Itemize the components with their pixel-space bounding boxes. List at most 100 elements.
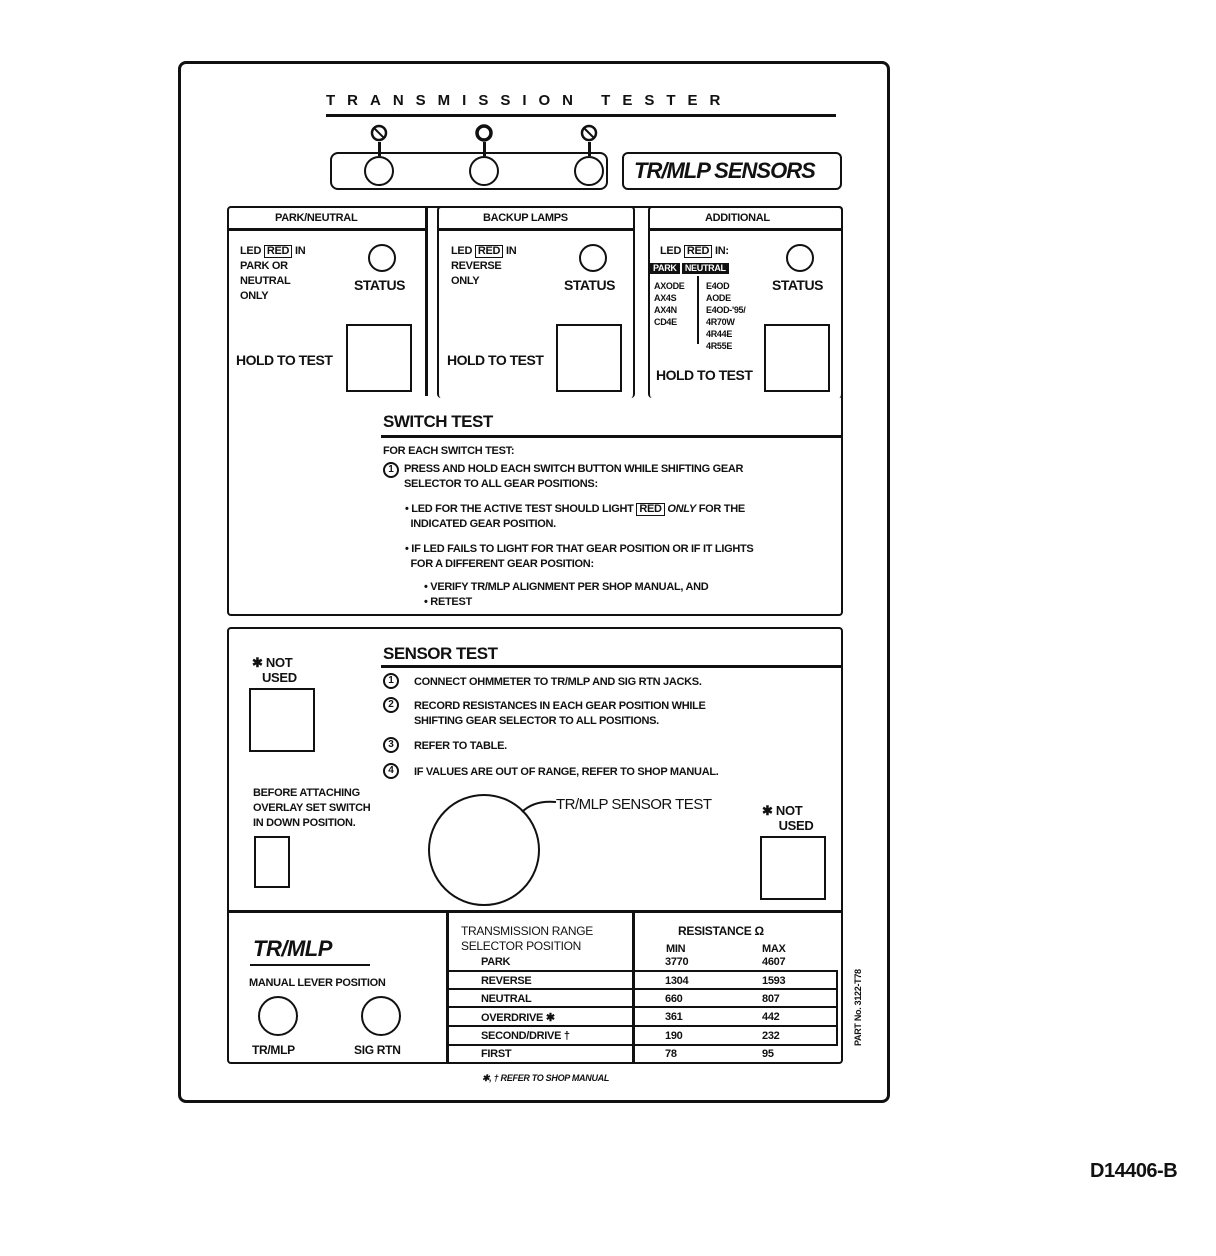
table-row-park-max: 4607	[762, 956, 786, 968]
additional-model-headers: PARK NEUTRAL	[650, 262, 729, 274]
bottom-left-divider	[446, 910, 449, 1064]
table-footnote: ✱, † REFER TO SHOP MANUAL	[482, 1073, 610, 1083]
sig-rtn-jack[interactable]	[361, 996, 401, 1036]
model-list-divider	[697, 276, 699, 344]
sensor-led-1	[364, 156, 394, 186]
not-used-right-button[interactable]	[760, 836, 826, 900]
sensor-step-4-icon: 4	[383, 763, 399, 779]
backup-lamps-status-label: STATUS	[564, 277, 615, 293]
park-neutral-test-button[interactable]	[346, 324, 412, 392]
neutral-header: NEUTRAL	[681, 263, 729, 274]
additional-status-led	[786, 244, 814, 272]
backup-lamps-title: BACKUP LAMPS	[483, 212, 568, 224]
overlay-set-switch[interactable]	[254, 836, 290, 888]
red-label: RED	[474, 245, 504, 258]
table-row-overdrive-max: 442	[762, 1011, 780, 1023]
sensor-step-2-text: RECORD RESISTANCES IN EACH GEAR POSITION…	[414, 700, 706, 727]
brand-label: TR/MLP	[253, 936, 332, 961]
column-header-rule	[437, 228, 635, 231]
brand-underline	[250, 964, 370, 966]
not-used-right-label: ✱ NOT USED	[762, 803, 814, 833]
part-number: PART No. 3122-T78	[853, 969, 863, 1046]
dial-leader-line	[520, 796, 560, 816]
switch-test-rule	[381, 435, 843, 438]
sensor-led-3	[574, 156, 604, 186]
table-row-park-min: 3770	[665, 956, 689, 968]
sensor-test-title: SENSOR TEST	[383, 644, 498, 663]
indicator-symbol-center	[475, 124, 493, 142]
table-col-divider	[632, 910, 635, 1064]
switch-test-title: SWITCH TEST	[383, 412, 493, 431]
column-header-rule	[227, 228, 427, 231]
additional-test-button[interactable]	[764, 324, 830, 392]
sensor-step-3-text: REFER TO TABLE.	[414, 740, 507, 752]
additional-frame	[648, 206, 843, 398]
step-1-icon: 1	[383, 462, 399, 478]
switch-test-step1: PRESS AND HOLD EACH SWITCH BUTTON WHILE …	[404, 463, 744, 490]
table-row-rule	[446, 970, 838, 972]
table-row-first-max: 95	[762, 1048, 774, 1060]
min-header: MIN	[666, 943, 686, 955]
table-row-rule	[446, 988, 838, 990]
table-row-second-min: 190	[665, 1030, 683, 1042]
table-row-reverse-position: REVERSE	[481, 975, 532, 987]
column-header-rule	[648, 228, 843, 231]
switch-test-bullet1: • LED FOR THE ACTIVE TEST SHOULD LIGHT R…	[405, 503, 745, 530]
switch-test-sub-bullets: • VERIFY TR/MLP ALIGNMENT PER SHOP MANUA…	[424, 581, 709, 608]
neutral-model-list: E4OD AODE E4OD-'95/ 4R70W 4R44E 4R55E	[706, 281, 746, 351]
indicator-symbol-right	[580, 124, 598, 142]
table-header-position: TRANSMISSION RANGE SELECTOR POSITION	[461, 924, 593, 953]
switch-test-intro: FOR EACH SWITCH TEST:	[383, 445, 515, 457]
not-used-left-label: ✱ NOT USED	[252, 655, 297, 685]
indicator-stem	[483, 142, 486, 156]
switch-test-bullet2: • IF LED FAILS TO LIGHT FOR THAT GEAR PO…	[405, 543, 754, 570]
park-model-list: AXODE AX4S AX4N CD4E	[654, 281, 685, 327]
table-row-neutral-max: 807	[762, 993, 780, 1005]
table-row-neutral-min: 660	[665, 993, 683, 1005]
sensor-step-1-text: CONNECT OHMMETER TO TR/MLP AND SIG RTN J…	[414, 676, 702, 688]
park-neutral-status-label: STATUS	[354, 277, 405, 293]
table-row-rule	[446, 1044, 838, 1046]
table-row-reverse-min: 1304	[665, 975, 689, 987]
sensor-step-3-icon: 3	[383, 737, 399, 753]
column-divider	[425, 206, 428, 396]
red-label: RED	[683, 245, 713, 258]
sensor-test-frame	[227, 627, 843, 1064]
title-rule	[326, 114, 836, 117]
not-used-left-button[interactable]	[249, 688, 315, 752]
additional-hold-label: HOLD TO TEST	[656, 367, 753, 383]
table-row-second-max: 232	[762, 1030, 780, 1042]
backup-lamps-led-text: LED RED IN REVERSE ONLY	[451, 245, 517, 287]
table-right-border	[836, 970, 838, 1046]
red-label: RED	[636, 503, 665, 516]
table-row-rule	[446, 1006, 838, 1008]
sensor-step-2-icon: 2	[383, 697, 399, 713]
backup-lamps-status-led	[579, 244, 607, 272]
table-row-first-position: FIRST	[481, 1048, 512, 1060]
indicator-symbol-left	[370, 124, 388, 142]
trmlp-jack-label: TR/MLP	[252, 1043, 295, 1057]
park-neutral-status-led	[368, 244, 396, 272]
sensor-test-dial[interactable]	[428, 794, 540, 906]
before-attaching-text: BEFORE ATTACHING OVERLAY SET SWITCH IN D…	[253, 787, 371, 829]
trmlp-jack[interactable]	[258, 996, 298, 1036]
table-row-rule	[446, 1025, 838, 1027]
table-row-overdrive-position: OVERDRIVE ✱	[481, 1012, 555, 1024]
max-header: MAX	[762, 943, 786, 955]
sig-rtn-jack-label: SIG RTN	[354, 1043, 401, 1057]
table-row-park-position: PARK	[481, 956, 511, 968]
sensor-step-1-icon: 1	[383, 673, 399, 689]
park-neutral-title: PARK/NEUTRAL	[275, 212, 358, 224]
sensor-led-bar	[330, 152, 608, 190]
sensors-label: TR/MLP SENSORS	[634, 158, 816, 183]
table-row-second-position: SECOND/DRIVE †	[481, 1030, 570, 1042]
backup-lamps-test-button[interactable]	[556, 324, 622, 392]
tester-overlay-panel	[178, 61, 890, 1103]
additional-title: ADDITIONAL	[705, 212, 770, 224]
table-row-reverse-max: 1593	[762, 975, 786, 987]
park-header: PARK	[650, 263, 680, 274]
table-row-neutral-position: NEUTRAL	[481, 993, 532, 1005]
bottom-section-rule	[227, 910, 843, 913]
resistance-header: RESISTANCE Ω	[678, 924, 764, 938]
manual-lever-label: MANUAL LEVER POSITION	[249, 977, 386, 989]
